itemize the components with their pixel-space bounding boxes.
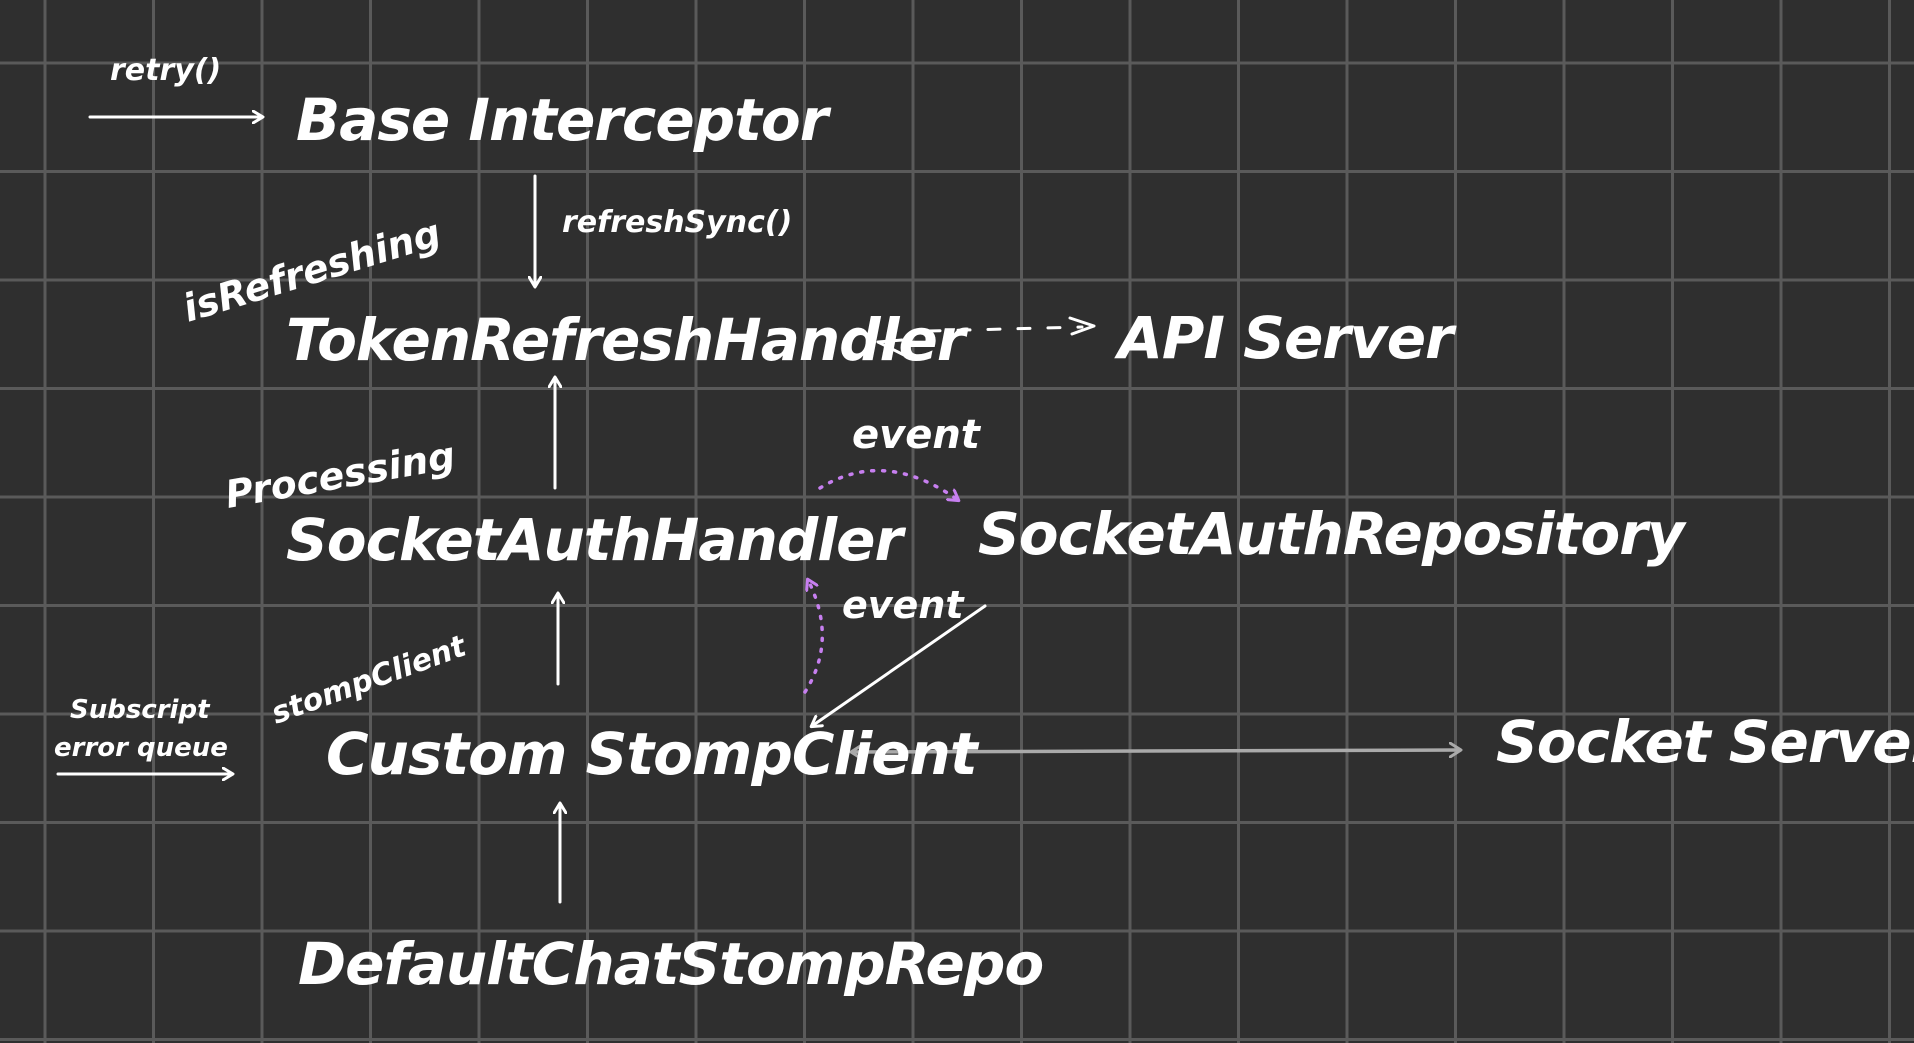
label-subscript: Subscript [70,695,211,725]
arrow-token-to-api-head-left [876,338,908,358]
node-socket-auth-repository: SocketAuthRepository [978,500,1687,568]
node-socket-auth-handler: SocketAuthHandler [286,506,906,574]
node-token-refresh-handler: TokenRefreshHandler [286,306,969,374]
node-socket-server: Socket Server [1496,708,1914,776]
arrow-repository-to-stomp [812,604,987,726]
arrow-stomp-socket-server [852,750,1460,752]
label-retry: retry() [110,53,221,88]
arrow-token-api-dashed [926,325,1084,333]
arrow-token-to-api-head-right [1068,316,1096,336]
label-error-queue: error queue [54,733,228,763]
node-default-chat-stomp-repo: DefaultChatStompRepo [298,930,1043,998]
node-base-interceptor: Base Interceptor [296,86,832,154]
node-api-server: API Server [1114,304,1457,372]
arrow-event-bottom [803,580,824,694]
node-custom-stomp-client: Custom StompClient [326,720,980,788]
label-event-top: event [852,412,982,458]
label-event-bottom: event [842,583,965,627]
label-refresh-sync: refreshSync() [562,205,792,240]
